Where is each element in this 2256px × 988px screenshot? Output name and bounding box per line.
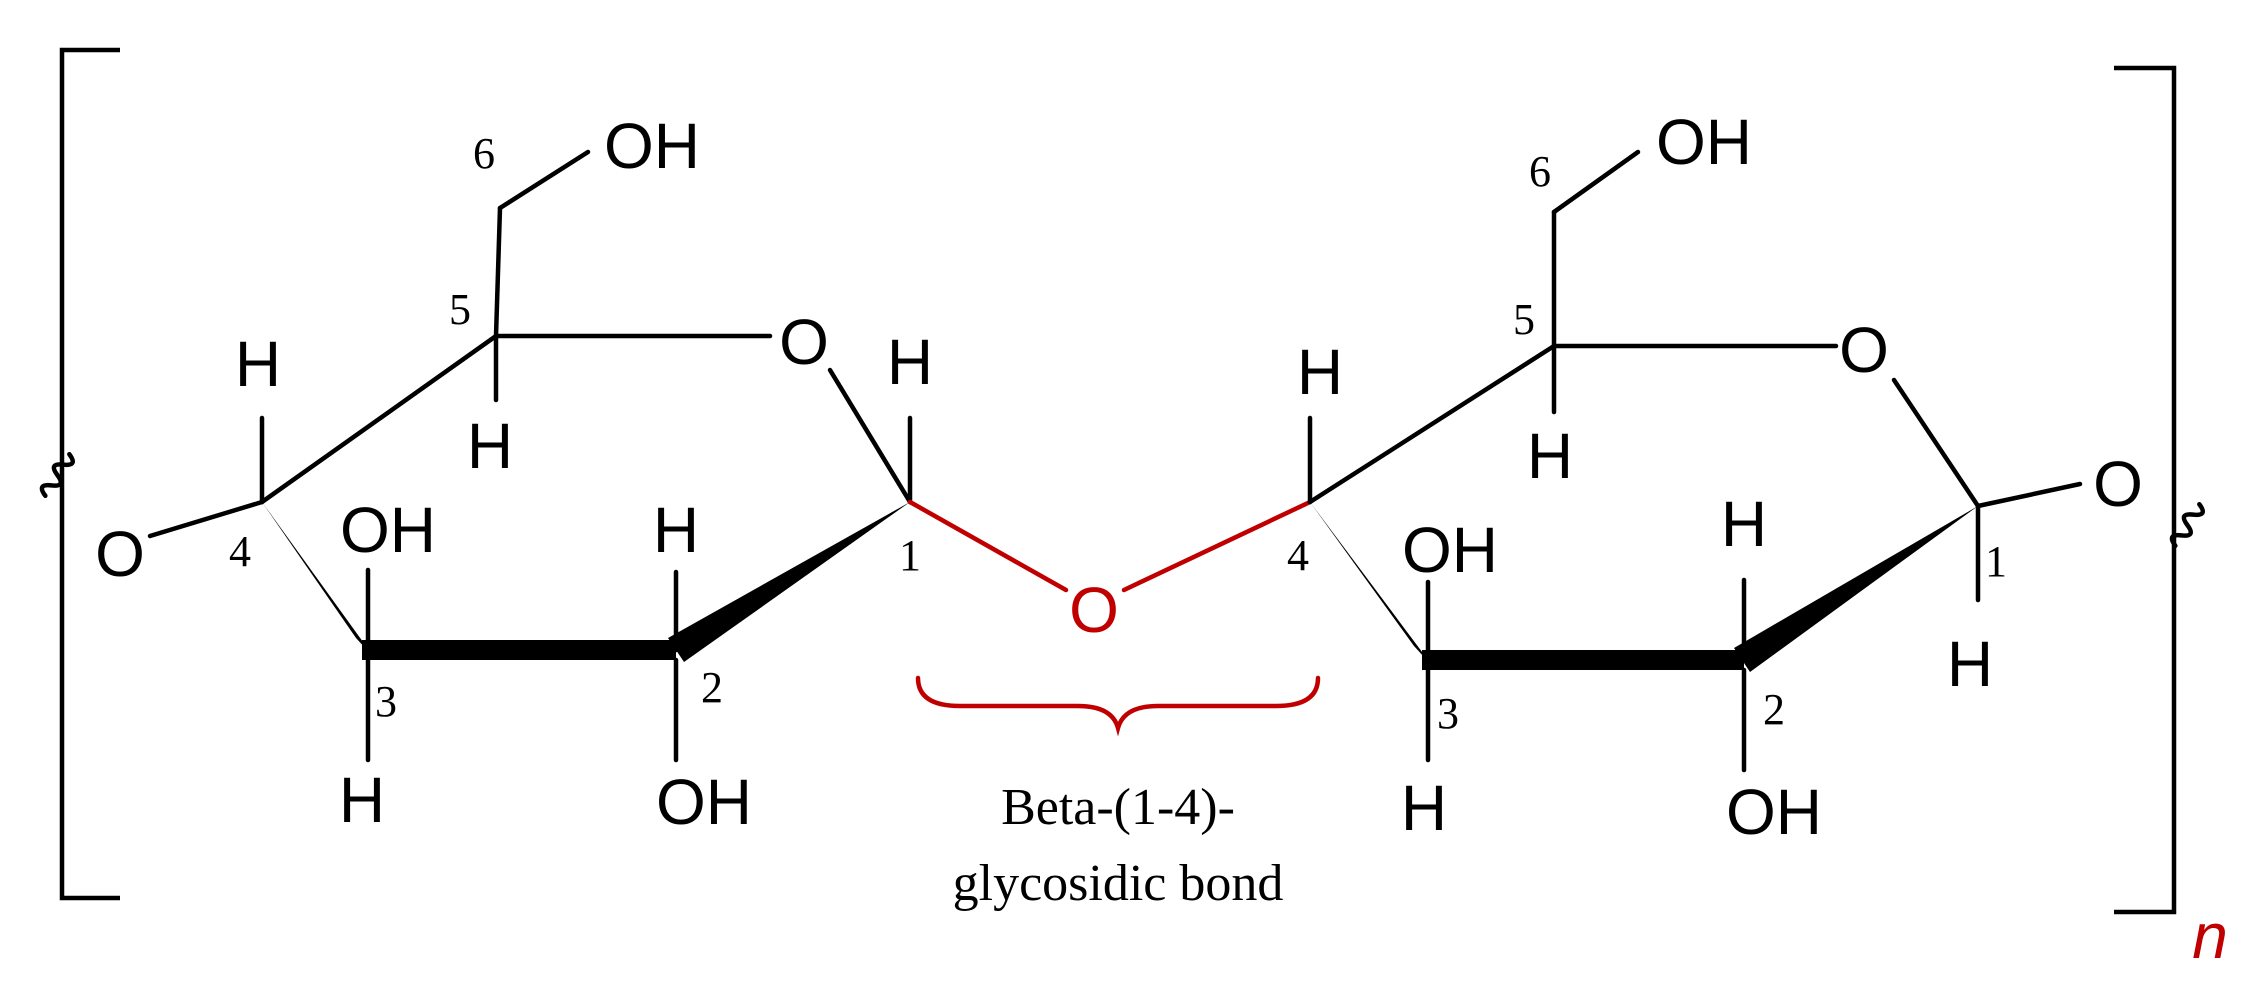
glycosidic-bond [907,499,1321,737]
right-c4-number: 4 [1287,531,1309,580]
bridge-caption-line1: Beta-(1-4)- [1001,779,1235,836]
glycosidic-brace-icon [915,675,1321,737]
bridge-caption-line2: glycosidic bond [953,855,1284,912]
right-bracket [2114,65,2177,915]
right-c2-number: 2 [1763,685,1785,734]
bridge-oxygen: O [1069,574,1119,646]
left-c3-number: 3 [375,677,397,726]
left-c4-number: 4 [229,527,251,576]
right-c5-number: 5 [1513,295,1535,344]
left-c6-number: 6 [473,129,495,178]
right-wavy-end-icon [2169,501,2205,549]
right-c2-hydroxyl: OH [1726,776,1822,848]
left-c3-hydroxyl: OH [340,494,436,566]
left-c2-hydroxyl: OH [656,766,752,838]
right-glucose-ring [1307,149,2083,773]
left-c4-oxygen: O [95,518,145,590]
right-c3-hydroxyl: OH [1402,514,1498,586]
right-ring-oxygen: O [1839,314,1889,386]
left-c4-hydrogen: H [235,328,281,400]
right-c4-hydrogen: H [1297,336,1343,408]
left-c2-number: 2 [701,663,723,712]
left-c3-hydrogen: H [339,764,385,836]
right-c5-hydrogen: H [1527,420,1573,492]
right-c1-oxygen: O [2093,448,2143,520]
left-c5-hydrogen: H [467,410,513,482]
left-c1-number: 1 [899,531,921,580]
left-c5-number: 5 [449,285,471,334]
left-wavy-end-icon [39,451,75,499]
repeat-subscript-n: n [2192,900,2228,972]
right-c2-hydrogen: H [1721,488,1767,560]
left-c6-hydroxyl: OH [604,110,700,182]
right-c6-number: 6 [1529,147,1551,196]
right-c1-hydrogen: H [1947,628,1993,700]
left-c2-hydrogen: H [653,494,699,566]
left-ring-oxygen: O [779,306,829,378]
right-c1-number: 1 [1985,537,2007,586]
right-c3-hydrogen: H [1401,772,1447,844]
right-c6-hydroxyl: OH [1656,106,1752,178]
left-c1-hydrogen: H [887,326,933,398]
right-c3-number: 3 [1437,689,1459,738]
left-bracket [59,47,120,901]
left-glucose-ring [147,149,913,763]
